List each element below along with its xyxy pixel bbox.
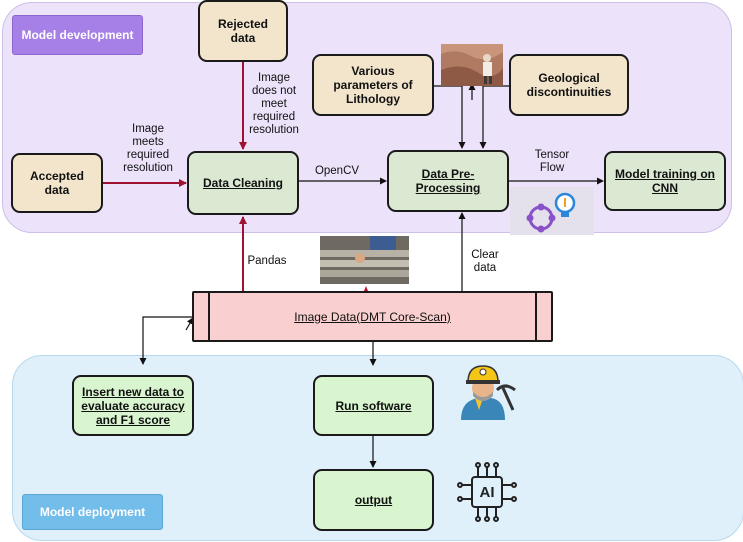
accepted-data-box: Accepted data [11,153,103,213]
data-preprocessing-box: Data Pre-Processing [387,150,509,212]
label-clear-data: Clear data [471,249,499,274]
run-software-box: Run software [313,375,434,436]
data-cleaning-label: Data Cleaning [202,176,283,190]
insert-new-data-box: Insert new data to evaluate accuracy and… [72,375,194,436]
label-image-meets: Image meets required resolution [123,123,173,174]
model-development-label: Model development [21,28,134,42]
label-image-not-meet: Image does not meet required resolution [249,72,299,136]
model-training-box: Model training on CNN [604,151,726,211]
data-cleaning-box: Data Cleaning [187,151,299,215]
arrow-imagedata-to-insert [139,316,192,365]
accepted-data-label: Accepted data [29,169,85,197]
run-software-label: Run software [335,398,412,413]
miner-worker-icon [461,365,516,420]
output-box: output [313,469,434,531]
image-data-label: Image Data(DMT Core-Scan) [294,309,451,324]
output-label: output [354,493,393,507]
insert-new-data-label: Insert new data to evaluate accuracy and… [81,384,185,427]
image-data-box: Image Data(DMT Core-Scan) [192,291,553,342]
label-pandas: Pandas [247,255,287,267]
rejected-data-box: Rejected data [198,0,288,62]
rock-outcrop-photo-icon [441,44,503,86]
label-opencv: OpenCV [314,165,360,177]
image-data-right-bar [535,293,537,340]
tensorflow-bulb-icon [510,187,594,235]
model-training-label: Model training on CNN [615,167,715,195]
ai-chip-icon: AI [457,462,517,522]
rejected-data-label: Rejected data [217,17,269,45]
geological-discontinuities-box: Geological discontinuities [509,54,629,116]
data-preprocessing-label: Data Pre-Processing [415,167,481,195]
model-deployment-label: Model deployment [39,505,146,519]
model-deployment-tag: Model deployment [22,494,163,530]
ai-chip-label: AI [480,484,495,501]
lithology-label: Various parameters of Lithology [333,64,413,106]
label-tensorflow: Tensor Flow [534,149,570,174]
lithology-box: Various parameters of Lithology [312,54,434,116]
image-data-left-bar [208,293,210,340]
model-development-tag: Model development [12,15,143,55]
core-scan-photo-icon [320,236,409,284]
arrow-lithology-to-preprocessing [434,85,466,149]
arrow-geological-to-preprocessing [479,85,509,149]
arrow-into-imagedata [185,317,194,331]
geological-discontinuities-label: Geological discontinuities [526,71,612,99]
